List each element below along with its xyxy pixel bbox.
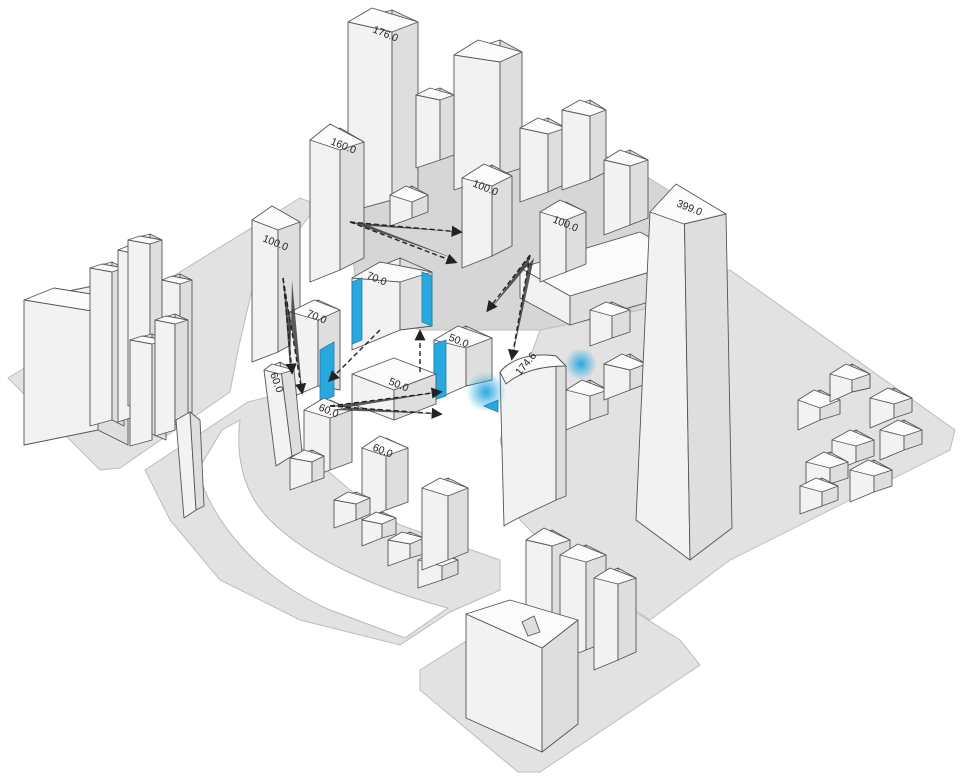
tower-174: 174.6 <box>499 350 567 527</box>
west-residential-cluster <box>23 233 193 447</box>
tower-160: 160.0 <box>309 123 365 283</box>
midrise-north-east <box>519 99 649 236</box>
sightline-1 <box>349 221 463 237</box>
north-cluster: 176.0 160.0 100.0 <box>251 7 691 363</box>
view-corridors <box>282 221 534 419</box>
tower-399: 399.0 <box>635 183 733 561</box>
road-slab <box>175 411 205 519</box>
view-beam-northeast <box>490 255 534 360</box>
slab-6 <box>154 313 189 437</box>
tower-100-north: 100.0 <box>461 163 513 269</box>
block-50-east: 50.0 <box>433 325 493 401</box>
accent-facade-north-1 <box>351 277 363 345</box>
sightline-10 <box>328 329 381 382</box>
highlight-glows <box>466 348 597 413</box>
east-cluster: 174.6 399.0 <box>499 183 923 561</box>
sightline-4 <box>507 254 531 361</box>
lowrise-south <box>289 449 469 589</box>
glow-marker <box>482 399 499 413</box>
tower-north-east <box>453 39 523 191</box>
accent-facade-north-2 <box>421 271 433 327</box>
accent-facade-west <box>319 341 335 403</box>
east-lowrise-grid <box>797 363 923 515</box>
block-50-center: 50.0 <box>351 357 437 421</box>
block-70-west: 70.0 <box>289 299 341 403</box>
central-courtyard-block: 70.0 70.0 50.0 50.0 <box>289 257 493 421</box>
south-triangular-tower <box>465 599 579 753</box>
tower-100-east: 100.0 <box>539 199 587 283</box>
small-block-north <box>415 87 455 169</box>
sightline-6 <box>282 277 307 395</box>
sightline-3 <box>486 254 531 313</box>
block-70-north: 70.0 <box>351 257 433 351</box>
southwest-blocks: 60.0 60.0 60.0 <box>263 361 469 589</box>
sightline-2 <box>349 221 458 265</box>
block-60-southeast: 60.0 <box>361 435 409 521</box>
sightline-8 <box>329 405 443 419</box>
curved-road <box>197 419 450 639</box>
south-cluster <box>465 527 637 753</box>
glow-point-1 <box>565 348 597 380</box>
sightline-7 <box>329 387 443 407</box>
view-beam-north <box>350 222 460 260</box>
